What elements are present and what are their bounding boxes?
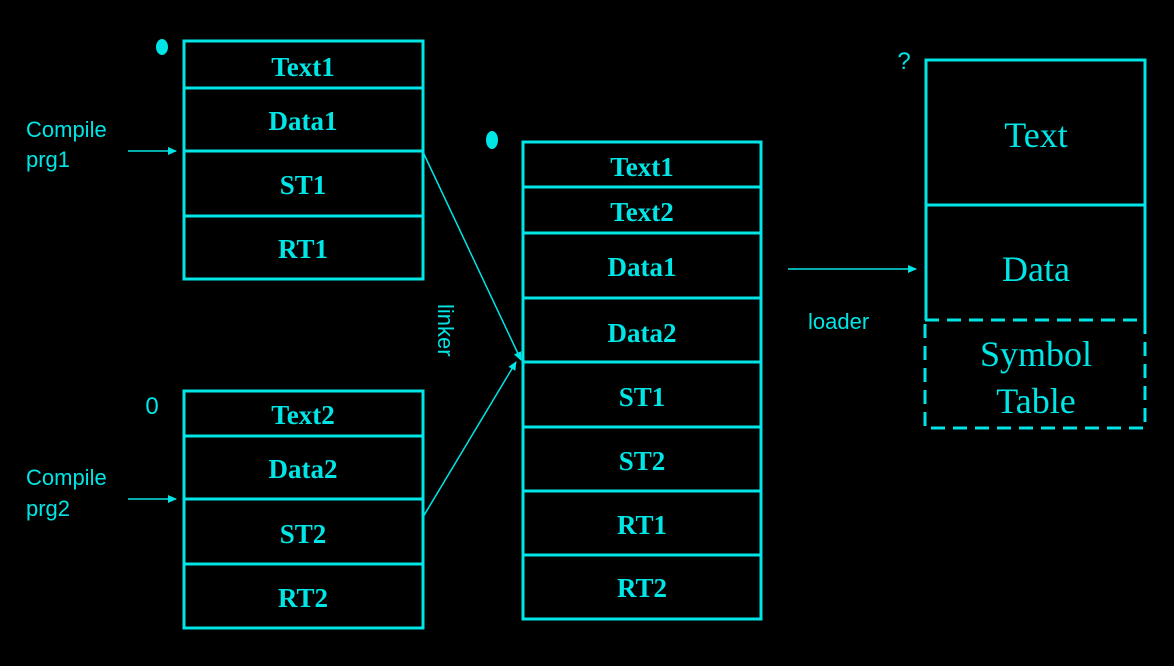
program1-section-text: Text1: [271, 52, 335, 82]
program2-section-reloc: RT2: [278, 583, 328, 613]
memory-origin-label: ?: [897, 48, 910, 75]
compile-prg1-label-line1: Compile: [26, 117, 107, 142]
program1-object: Text1 Data1 ST1 RT1: [156, 39, 425, 281]
linker-arrow-from-prg1: [422, 151, 522, 361]
linked-section-text1: Text1: [610, 152, 674, 182]
compile-prg2: Compile prg2: [26, 465, 177, 521]
program1-section-data: Data1: [269, 106, 338, 136]
program1-section-reloc: RT1: [278, 234, 328, 264]
linked-section-st2: ST2: [619, 446, 666, 476]
linked-box: [521, 140, 763, 621]
compile-prg1-label-line2: prg1: [26, 147, 70, 172]
symbol-table-dashed-box: [923, 318, 1147, 430]
program2-section-text: Text2: [271, 400, 335, 430]
linked-origin-marker: [486, 131, 498, 149]
program1-box: [182, 39, 425, 281]
linked-section-rt1: RT1: [617, 510, 667, 540]
symbol-table-label-line2: Table: [996, 381, 1075, 421]
compile-prg2-label-line1: Compile: [26, 465, 107, 490]
program2-object: 0 Text2 Data2 ST2 RT2: [145, 389, 425, 630]
memory-section-text: Text: [1004, 115, 1067, 155]
program1-section-symtab: ST1: [280, 170, 327, 200]
program2-origin-label: 0: [145, 393, 158, 420]
linker-label: linker: [433, 304, 458, 357]
program2-box: [182, 389, 425, 630]
linker-arrows: linker: [422, 151, 522, 518]
program2-section-data: Data2: [269, 454, 338, 484]
compile-prg2-label-line2: prg2: [26, 496, 70, 521]
symbol-table-label-line1: Symbol: [980, 334, 1092, 374]
program2-section-symtab: ST2: [280, 519, 327, 549]
compile-prg1: Compile prg1: [26, 117, 177, 172]
linked-section-st1: ST1: [619, 382, 666, 412]
memory-image: ? Text Data Symbol Table: [897, 48, 1147, 430]
program1-origin-marker: [156, 39, 168, 55]
loader: loader: [788, 265, 917, 334]
linked-section-rt2: RT2: [617, 573, 667, 603]
linked-executable: Text1 Text2 Data1 Data2 ST1 ST2 RT1 RT2: [486, 131, 763, 621]
loader-label: loader: [808, 309, 869, 334]
linked-section-data2: Data2: [608, 318, 677, 348]
memory-section-data: Data: [1002, 249, 1070, 289]
linked-section-text2: Text2: [610, 197, 674, 227]
linked-section-data1: Data1: [608, 252, 677, 282]
memory-box: [924, 58, 1147, 320]
linker-arrow-from-prg2: [422, 361, 517, 518]
